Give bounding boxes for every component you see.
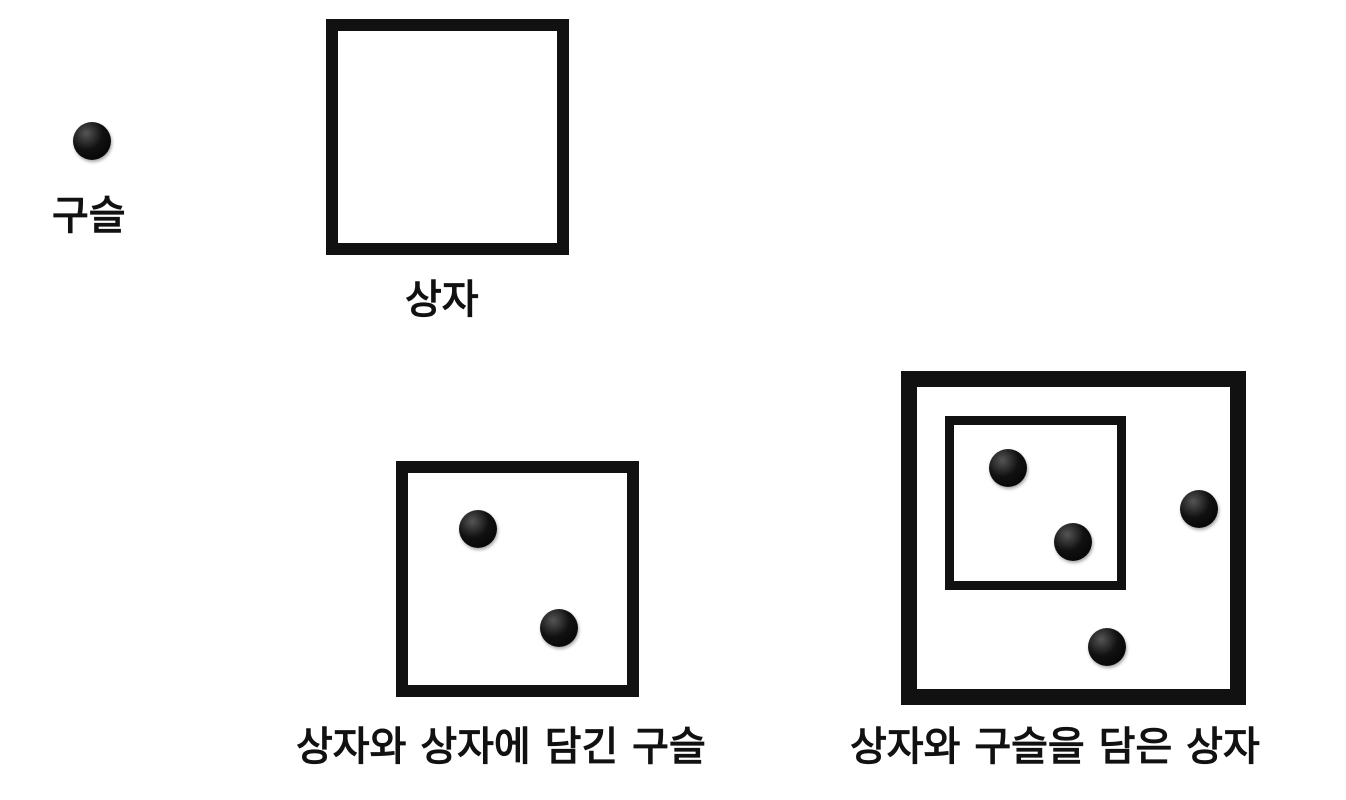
marble	[540, 609, 578, 647]
marble	[989, 449, 1027, 487]
marble	[459, 510, 497, 548]
marble	[1088, 628, 1126, 666]
marble	[1180, 490, 1218, 528]
inner-box	[945, 416, 1126, 590]
marble	[1054, 523, 1092, 561]
marble	[73, 122, 111, 160]
box-caption: 상자	[405, 277, 479, 323]
box-containing-marbles	[396, 461, 639, 697]
box-with-box-and-marbles-caption: 상자와 구슬을 담은 상자	[850, 724, 1260, 770]
box-with-marbles-caption: 상자와 상자에 담긴 구슬	[296, 724, 706, 770]
marble-caption: 구슬	[52, 193, 126, 239]
empty-box	[326, 19, 569, 255]
